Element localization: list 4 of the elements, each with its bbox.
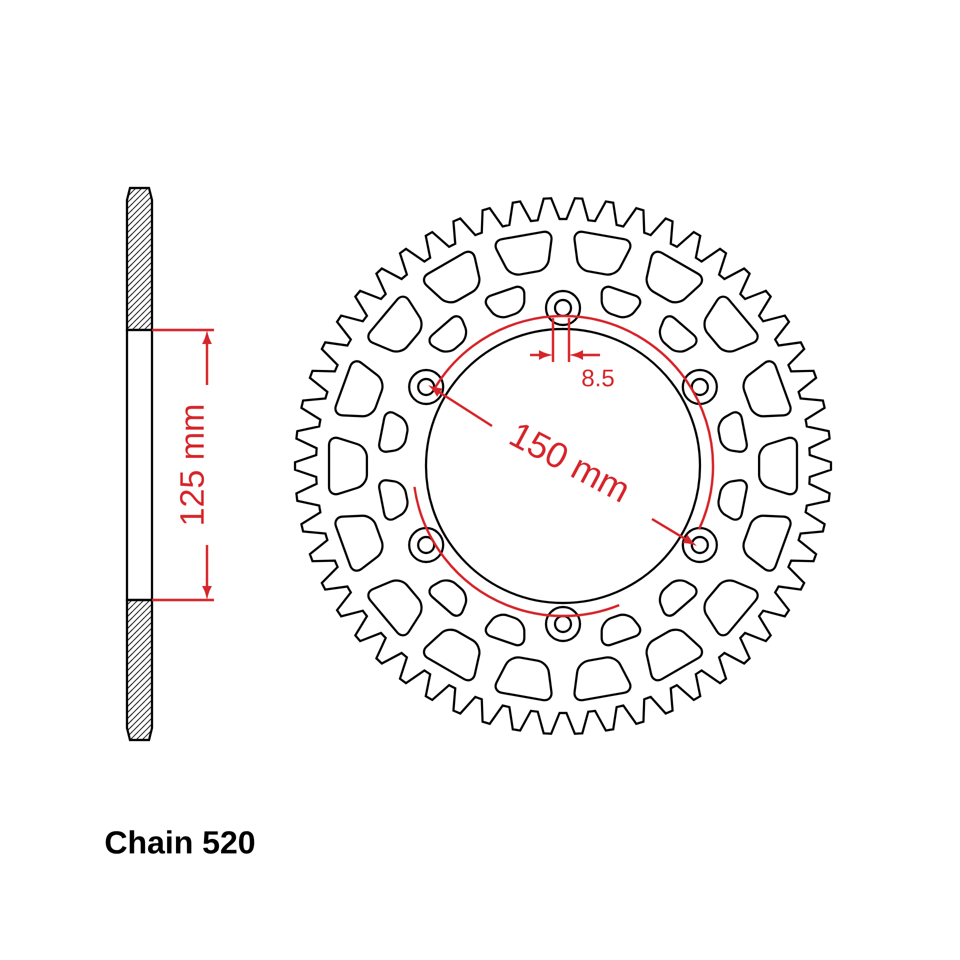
chain-label: Chain 520 (106, 830, 254, 854)
dimension-label: 8.5 (582, 370, 614, 386)
dimension-label: 150 mm (509, 424, 627, 502)
dimension-label: 125 mm (180, 406, 204, 524)
